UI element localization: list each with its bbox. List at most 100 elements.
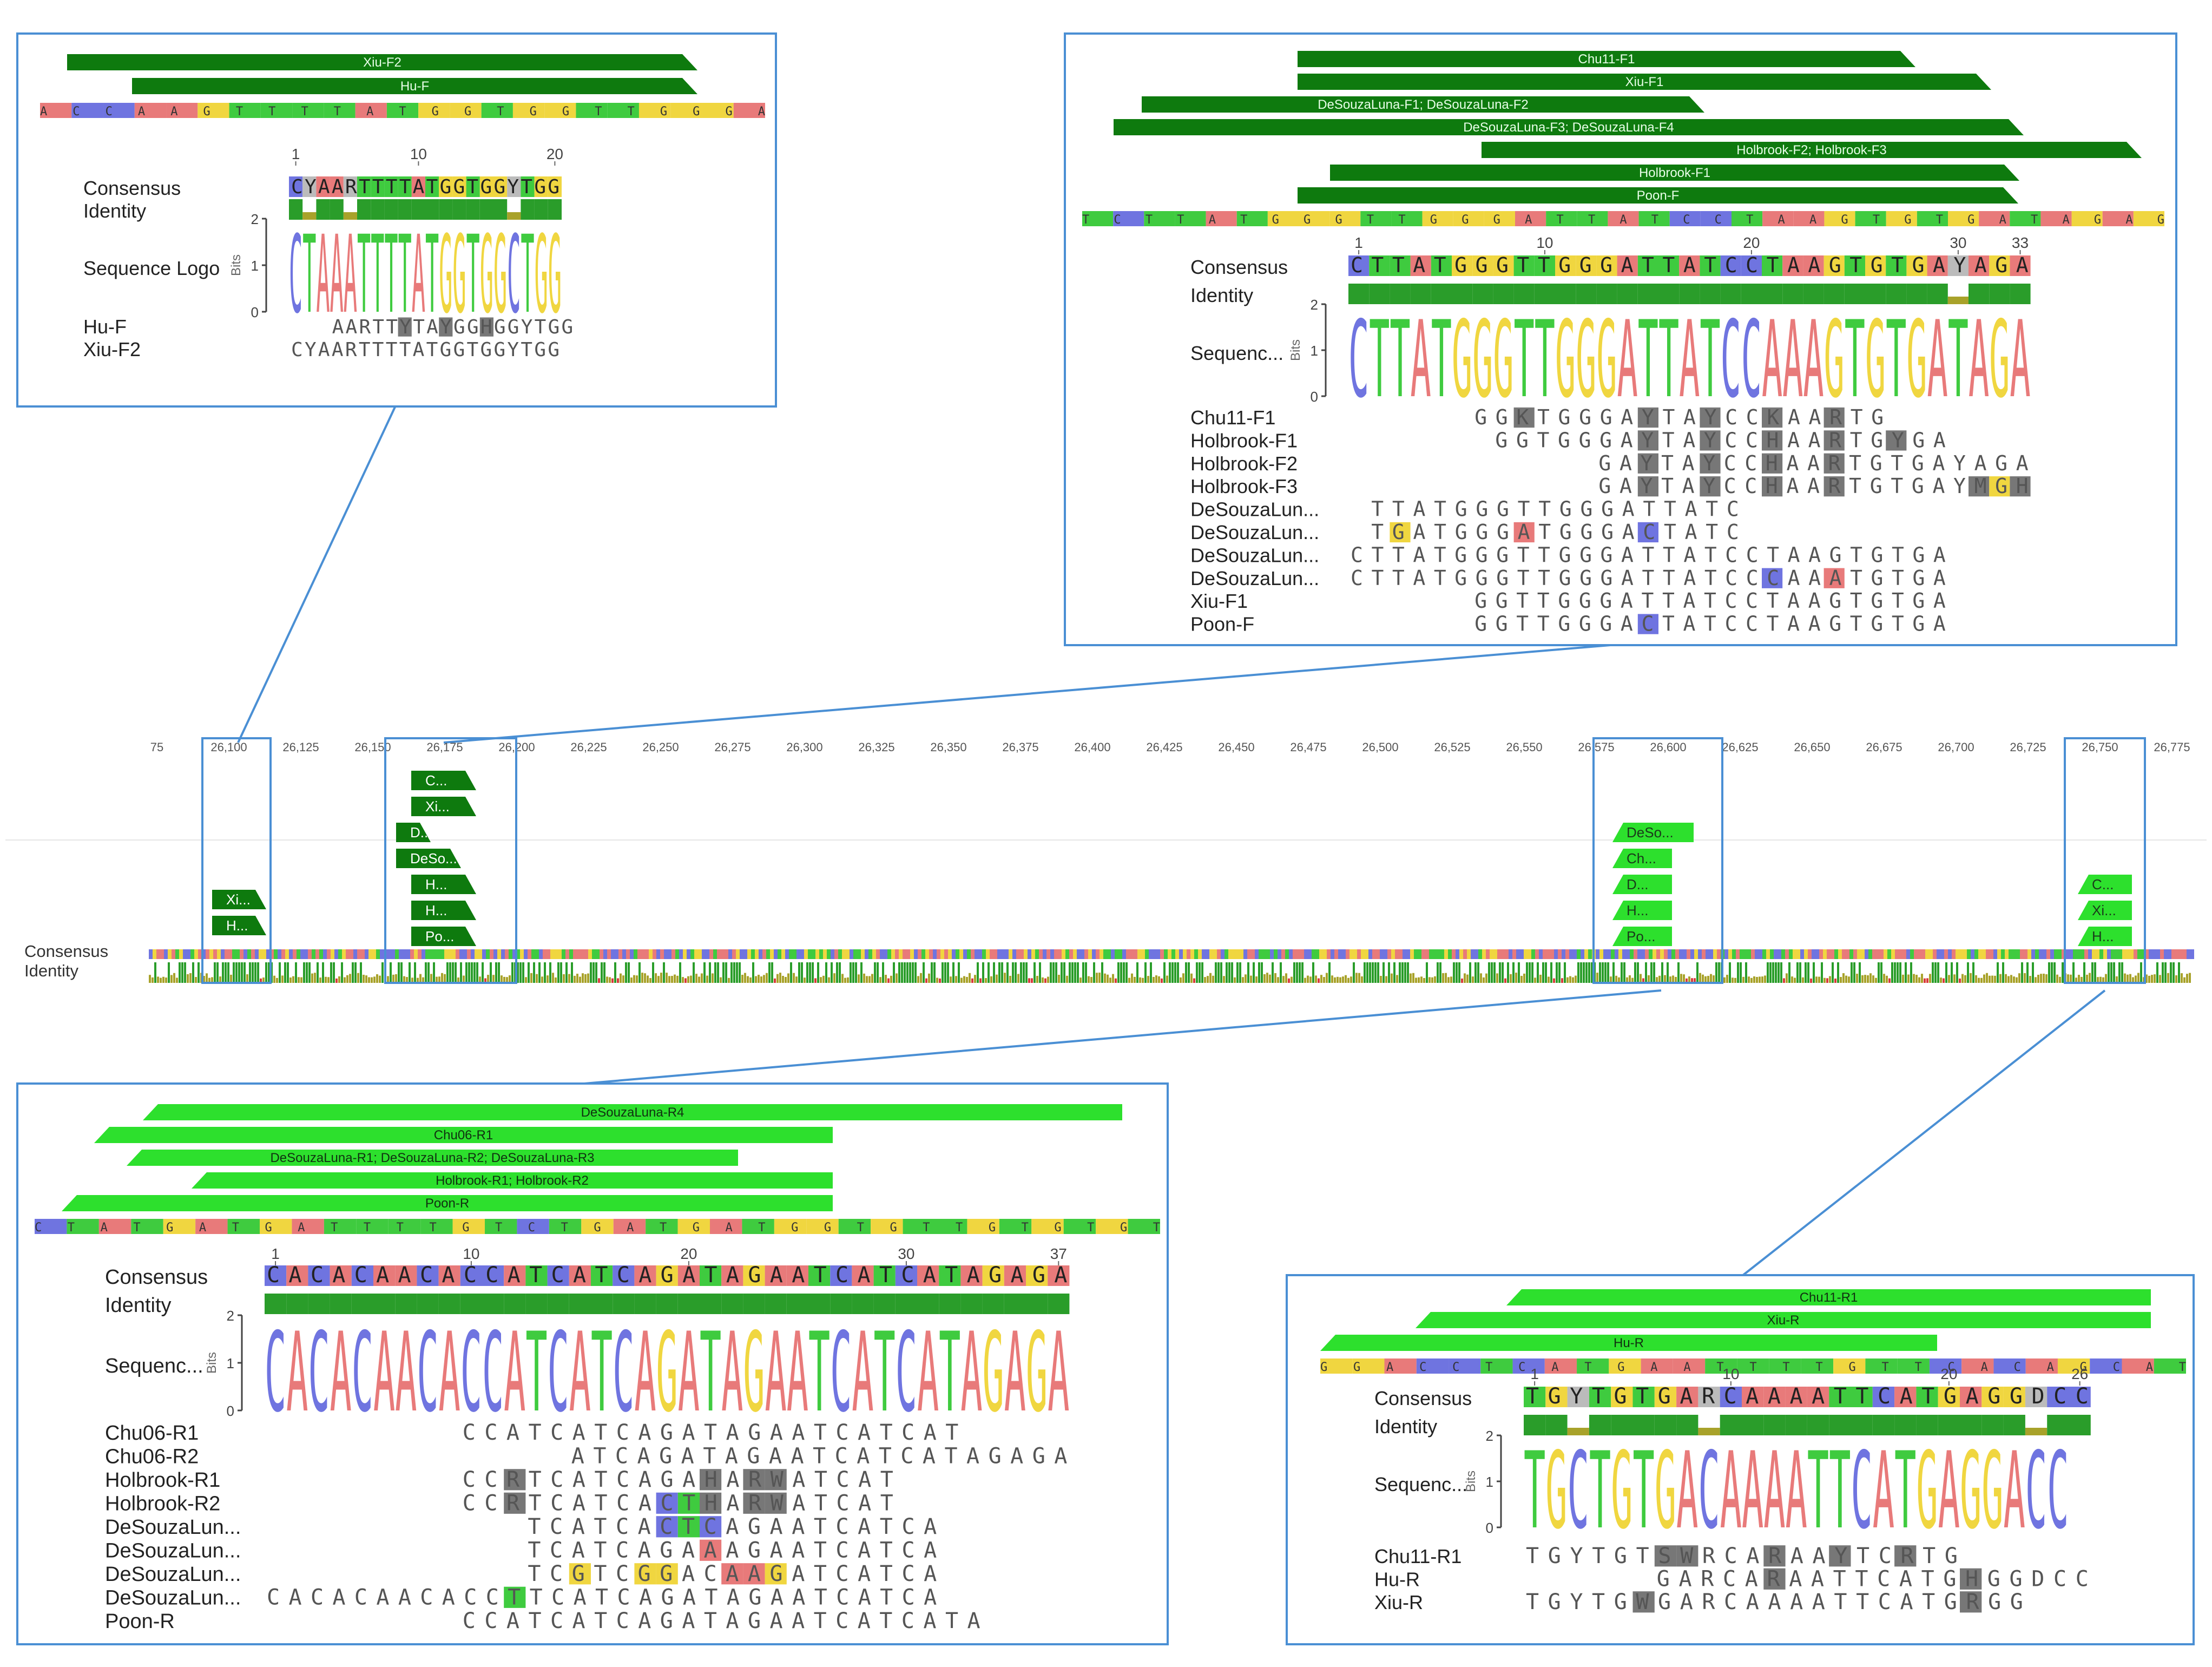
- primer-annotation-marker[interactable]: [2078, 927, 2132, 946]
- sequence-name[interactable]: Holbrook-F1: [1190, 429, 1298, 451]
- reference-base-cell: [1236, 211, 1268, 226]
- identity-cell: [1576, 284, 1597, 304]
- consensus-strip-cell: [1115, 949, 1118, 959]
- sequence-name[interactable]: Holbrook-F2: [1190, 452, 1298, 475]
- identity-bar: [392, 974, 394, 983]
- overview-zoom-box[interactable]: [384, 737, 517, 984]
- consensus-strip-cell: [505, 949, 509, 959]
- primer-annotation-marker[interactable]: [411, 797, 476, 816]
- consensus-strip-cell: [808, 949, 812, 959]
- sequence-name[interactable]: Xiu-F2: [83, 338, 141, 360]
- consensus-strip-cell: [1312, 949, 1315, 959]
- primer-bar[interactable]: [1330, 165, 2019, 181]
- primer-annotation-marker[interactable]: [1612, 849, 1672, 868]
- identity-bar: [1044, 978, 1046, 983]
- identity-bar: [812, 962, 814, 983]
- overview-consensus-label: Consensus: [24, 942, 109, 961]
- primer-bar[interactable]: [127, 1150, 738, 1166]
- primer-bar[interactable]: [132, 78, 697, 94]
- primer-bar[interactable]: [67, 54, 697, 70]
- sequence-name[interactable]: Xiu-R: [1374, 1591, 1423, 1613]
- identity-bar: [1258, 962, 1260, 983]
- sequence-name[interactable]: Chu06-R1: [105, 1422, 199, 1445]
- primer-annotation-marker[interactable]: [411, 901, 476, 920]
- identity-bar: [1250, 975, 1252, 983]
- primer-bar[interactable]: [1320, 1335, 1937, 1351]
- primer-bar[interactable]: [1298, 51, 1915, 67]
- identity-cell: [1785, 1415, 1807, 1435]
- primer-annotation-marker[interactable]: [396, 823, 431, 842]
- primer-bar[interactable]: [1114, 119, 2024, 135]
- primer-annotation-marker[interactable]: [1612, 875, 1672, 894]
- overview-zoom-box[interactable]: [1592, 737, 1723, 984]
- sequence-name[interactable]: Chu06-R2: [105, 1446, 199, 1468]
- consensus-strip-cell: [1058, 949, 1062, 959]
- sequence-name[interactable]: Holbrook-R2: [105, 1493, 220, 1515]
- identity-bar: [528, 962, 530, 983]
- primer-annotation-marker[interactable]: [1612, 823, 1694, 842]
- primer-annotation-marker[interactable]: [411, 771, 476, 790]
- sequence-name[interactable]: DeSouzaLun...: [105, 1540, 241, 1563]
- primer-bar[interactable]: [94, 1127, 833, 1143]
- primer-bar[interactable]: [1506, 1289, 2151, 1305]
- sequence-name[interactable]: DeSouzaLun...: [105, 1587, 241, 1610]
- reference-base-cell: [98, 1219, 131, 1234]
- consensus-base-cell: [939, 1265, 961, 1286]
- primer-annotation-marker[interactable]: [212, 890, 266, 909]
- identity-bar: [598, 978, 600, 983]
- primer-annotation-marker[interactable]: [2078, 901, 2132, 920]
- sequence-name[interactable]: Poon-R: [105, 1610, 175, 1633]
- sequence-name[interactable]: Poon-F: [1190, 613, 1254, 635]
- primer-bar[interactable]: [1142, 96, 1704, 113]
- identity-bar: [457, 977, 459, 983]
- identity-cell: [504, 1294, 526, 1314]
- identity-bar: [1961, 974, 1964, 983]
- primer-bar[interactable]: [143, 1104, 1122, 1120]
- sequence-name[interactable]: Holbrook-R1: [105, 1469, 220, 1492]
- identity-cell: [1452, 284, 1473, 304]
- primer-annotation-marker[interactable]: [212, 916, 266, 935]
- primer-annotation-label: C...: [425, 772, 447, 789]
- sequence-name[interactable]: DeSouzaLun...: [1190, 567, 1319, 589]
- identity-bar: [1404, 962, 1406, 983]
- sequence-name[interactable]: DeSouzaLun...: [1190, 544, 1319, 566]
- overview-zoom-box[interactable]: [201, 737, 272, 984]
- primer-bar[interactable]: [192, 1172, 833, 1189]
- primer-annotation-marker[interactable]: [411, 875, 476, 894]
- primer-annotation-marker[interactable]: [1612, 901, 1672, 920]
- sequence-name[interactable]: DeSouzaLun...: [1190, 498, 1319, 521]
- sequence-name[interactable]: DeSouzaLun...: [105, 1516, 241, 1539]
- sequence-name[interactable]: DeSouzaLun...: [105, 1563, 241, 1586]
- primer-bar[interactable]: [1298, 187, 2018, 204]
- consensus-strip-cell: [2111, 949, 2115, 959]
- consensus-strip-cell: [1137, 949, 1141, 959]
- primer-annotation-marker[interactable]: [396, 849, 461, 868]
- identity-bar: [1710, 974, 1712, 983]
- sequence-name[interactable]: Xiu-F1: [1190, 590, 1248, 612]
- primer-annotation-marker[interactable]: [411, 927, 476, 946]
- overview-zoom-box[interactable]: [2064, 737, 2146, 984]
- identity-bar: [179, 962, 181, 983]
- identity-bar: [1033, 962, 1036, 983]
- sequence-name[interactable]: Chu11-R1: [1374, 1545, 1462, 1567]
- identity-bar: [2094, 962, 2096, 983]
- identity-bar: [1399, 962, 1401, 983]
- mismatch-highlight: [1886, 430, 1907, 451]
- primer-bar[interactable]: [1482, 142, 2142, 158]
- aligned-sequence: TCATCAGAAAGAATCATCA: [528, 1538, 937, 1563]
- primer-annotation-marker[interactable]: [2078, 875, 2132, 894]
- identity-bar: [782, 976, 784, 983]
- primer-bar-label: Hu-R: [1614, 1336, 1644, 1350]
- sequence-name[interactable]: DeSouzaLun...: [1190, 521, 1319, 543]
- sequence-name[interactable]: Hu-R: [1374, 1568, 1420, 1591]
- identity-bar: [795, 976, 798, 983]
- primer-bar[interactable]: [1416, 1312, 2151, 1328]
- reference-base-cell: [452, 1219, 485, 1234]
- primer-annotation-marker[interactable]: [1612, 927, 1672, 946]
- primer-bar[interactable]: [1298, 74, 1991, 90]
- sequence-name[interactable]: Holbrook-F3: [1190, 475, 1298, 497]
- sequence-name[interactable]: Hu-F: [83, 316, 127, 338]
- sequence-name[interactable]: Chu11-F1: [1190, 406, 1275, 429]
- primer-bar[interactable]: [62, 1195, 833, 1211]
